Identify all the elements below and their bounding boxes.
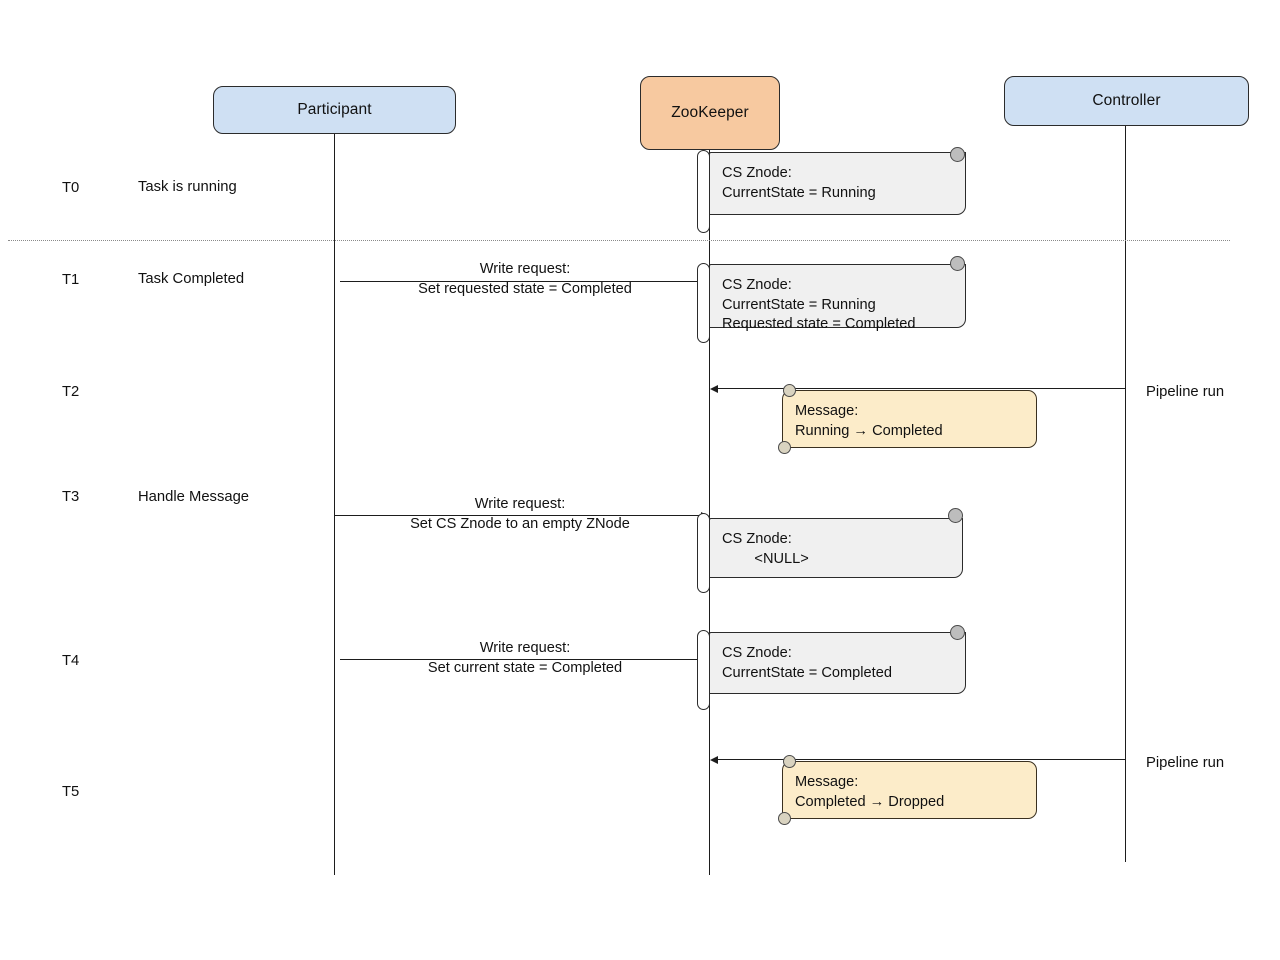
- note-curl-icon-t0: [950, 147, 965, 162]
- lifeline-zookeeper: [709, 150, 710, 875]
- time-label-t4: T4: [62, 653, 80, 669]
- note-t0-cs-znode: CS Znode: CurrentState = Running: [709, 152, 966, 215]
- actor-label-participant: Participant: [297, 101, 372, 119]
- note-curl-icon-t1: [950, 256, 965, 271]
- actor-box-participant[interactable]: Participant: [213, 86, 456, 134]
- note-t1-cs-znode: CS Znode: CurrentState = Running Request…: [709, 264, 966, 332]
- lifeline-participant: [334, 133, 335, 875]
- note-curl-icon-t5-bottomleft: [778, 812, 791, 825]
- message-label-t1-line2: Set requested state = Completed: [418, 281, 632, 297]
- note-t1-text: CS Znode: CurrentState = Running Request…: [722, 277, 916, 333]
- time-label-t5: T5: [62, 784, 80, 800]
- note-t5-text: Message: Completed → Dropped: [795, 774, 945, 810]
- event-label-t3: Handle Message: [138, 489, 250, 505]
- event-label-t0: Task is running: [138, 179, 237, 195]
- note-t2-message: Message: Running → Completed: [782, 390, 1037, 448]
- time-label-t2: T2: [62, 384, 80, 400]
- event-label-t1: Task Completed: [138, 271, 245, 287]
- message-label-t1: Write request: Set requested state = Comp…: [355, 259, 695, 299]
- side-label-pipeline-run-t2: Pipeline run: [1146, 384, 1225, 400]
- message-line-t2: [712, 388, 1125, 389]
- note-curl-icon-t4: [950, 625, 965, 640]
- message-label-t3-line1: Write request:: [474, 496, 566, 512]
- note-t3-text: CS Znode: <NULL>: [722, 531, 809, 567]
- message-label-t4-line2: Set current state = Completed: [427, 660, 623, 676]
- note-t2-text: Message: Running → Completed: [795, 403, 943, 439]
- time-label-t1: T1: [62, 272, 80, 288]
- note-t3-cs-znode: CS Znode: <NULL>: [709, 518, 963, 578]
- note-t4-text: CS Znode: CurrentState = Completed: [722, 645, 892, 681]
- note-curl-icon-t3: [948, 508, 963, 523]
- actor-box-controller[interactable]: Controller: [1004, 76, 1249, 126]
- message-label-t1-line1: Write request:: [479, 261, 571, 277]
- time-label-t3: T3: [62, 489, 80, 505]
- message-line-t1: [340, 281, 709, 282]
- note-t4-cs-znode: CS Znode: CurrentState = Completed: [709, 632, 966, 694]
- message-line-t5: [712, 759, 1125, 760]
- message-line-t3: [334, 515, 703, 516]
- message-label-t3: Write request: Set CS Znode to an empty Z…: [350, 494, 690, 534]
- note-t0-text: CS Znode: CurrentState = Running: [722, 165, 876, 201]
- phase-separator: [8, 240, 1230, 241]
- actor-box-zookeeper[interactable]: ZooKeeper: [640, 76, 780, 150]
- message-label-t3-line2: Set CS Znode to an empty ZNode: [410, 516, 630, 532]
- note-curl-icon-t2-topleft: [783, 384, 796, 397]
- actor-label-controller: Controller: [1092, 92, 1161, 110]
- message-label-t4: Write request: Set current state = Comple…: [355, 638, 695, 678]
- message-label-t4-line1: Write request:: [479, 640, 571, 656]
- actor-label-zookeeper: ZooKeeper: [671, 104, 749, 122]
- side-label-pipeline-run-t5: Pipeline run: [1146, 755, 1225, 771]
- lifeline-controller: [1125, 126, 1126, 862]
- note-curl-icon-t2-bottomleft: [778, 441, 791, 454]
- time-label-t0: T0: [62, 180, 80, 196]
- note-t5-message: Message: Completed → Dropped: [782, 761, 1037, 819]
- arrowhead-icon-t2: [710, 385, 718, 393]
- message-line-t4: [340, 659, 709, 660]
- note-curl-icon-t5-topleft: [783, 755, 796, 768]
- arrowhead-icon-t5: [710, 756, 718, 764]
